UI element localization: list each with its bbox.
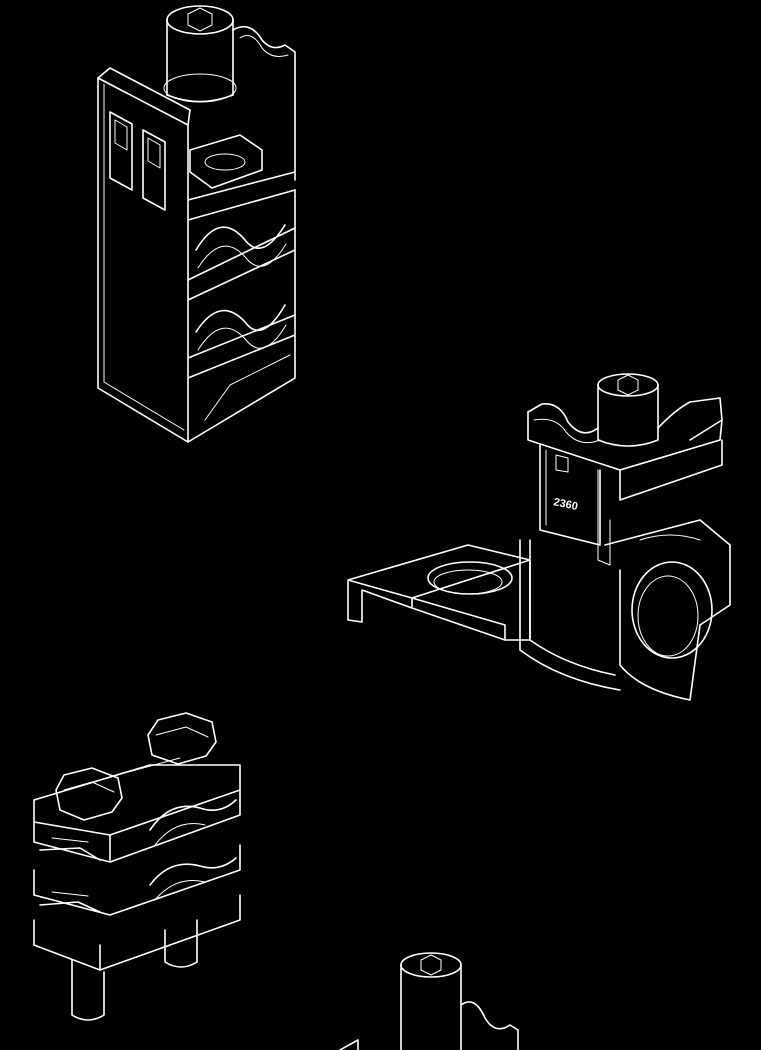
vertical-clamp-drawing <box>97 5 296 443</box>
part-marking-label: 2360 <box>552 496 578 513</box>
partial-clamp-drawing <box>339 952 519 1050</box>
double-bolt-clamp-drawing <box>33 712 241 1021</box>
bracket-clamp-drawing: 2360 <box>347 373 731 701</box>
